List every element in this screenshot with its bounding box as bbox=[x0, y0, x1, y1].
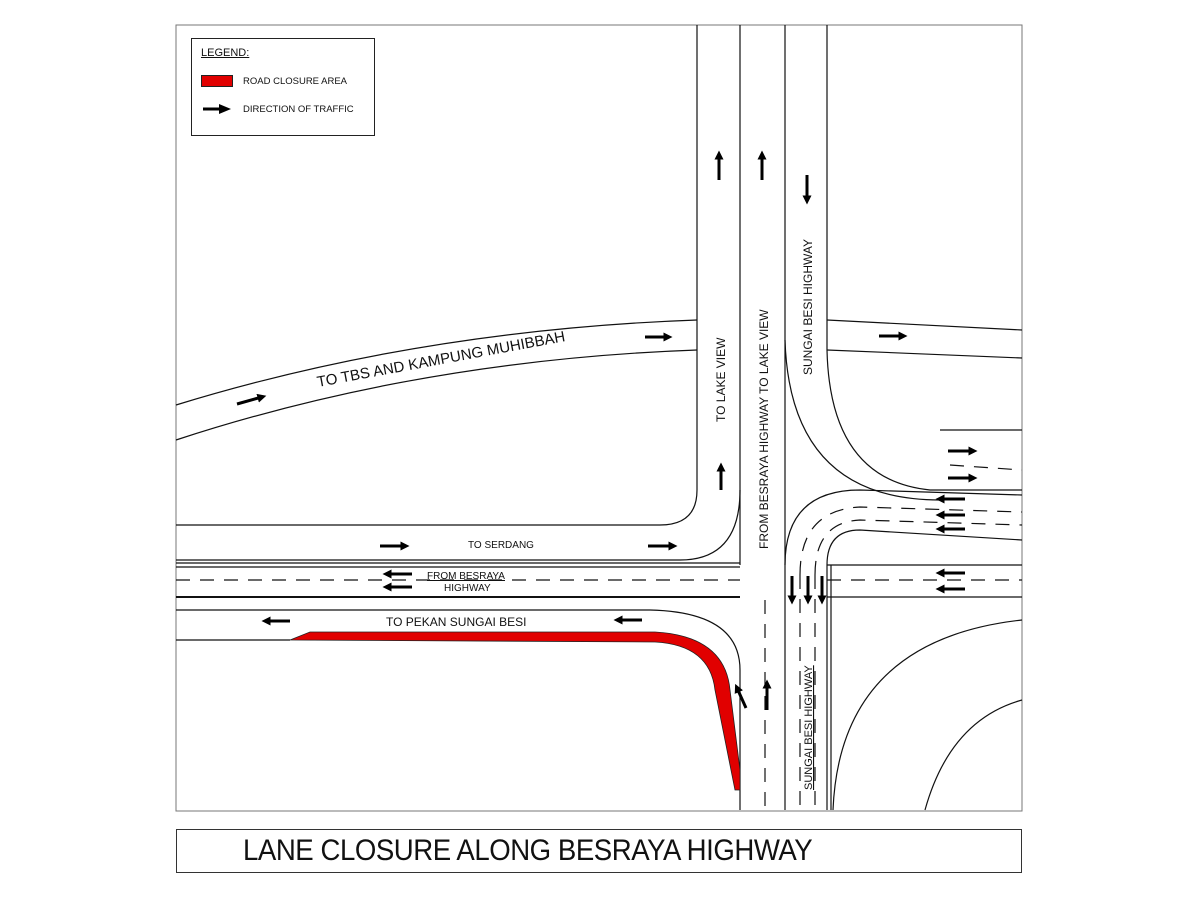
legend: LEGEND: ROAD CLOSURE AREA DIRECTION OF T… bbox=[191, 38, 375, 136]
legend-title: LEGEND: bbox=[201, 47, 250, 59]
legend-label: DIRECTION OF TRAFFIC bbox=[243, 103, 354, 115]
legend-item-direction: DIRECTION OF TRAFFIC bbox=[201, 103, 354, 115]
label-to-pekan: TO PEKAN SUNGAI BESI bbox=[386, 615, 526, 629]
legend-item-closure: ROAD CLOSURE AREA bbox=[201, 75, 347, 87]
map-frame bbox=[175, 24, 1023, 812]
label-from-besraya-1: FROM BESRAYA bbox=[427, 571, 505, 582]
label-sungai-besi-south: SUNGAI BESI HIGHWAY bbox=[803, 665, 815, 790]
label-besraya-to-lake-view: FROM BESRAYA HIGHWAY TO LAKE VIEW bbox=[757, 309, 771, 549]
legend-label: ROAD CLOSURE AREA bbox=[243, 75, 347, 87]
road-closure-area bbox=[289, 631, 741, 791]
label-to-lake-view: TO LAKE VIEW bbox=[714, 337, 728, 422]
label-sungai-besi-north: SUNGAI BESI HIGHWAY bbox=[801, 239, 815, 375]
page-title: LANE CLOSURE ALONG BESRAYA HIGHWAY bbox=[243, 834, 813, 867]
label-from-besraya-2: HIGHWAY bbox=[444, 583, 491, 594]
title-box: LANE CLOSURE ALONG BESRAYA HIGHWAY bbox=[176, 829, 1022, 873]
red-swatch-icon bbox=[201, 75, 233, 87]
traffic-arrows bbox=[236, 150, 978, 710]
arrow-right-icon bbox=[203, 104, 231, 114]
lane-dividers bbox=[176, 464, 1023, 810]
label-to-serdang: TO SERDANG bbox=[468, 540, 534, 551]
